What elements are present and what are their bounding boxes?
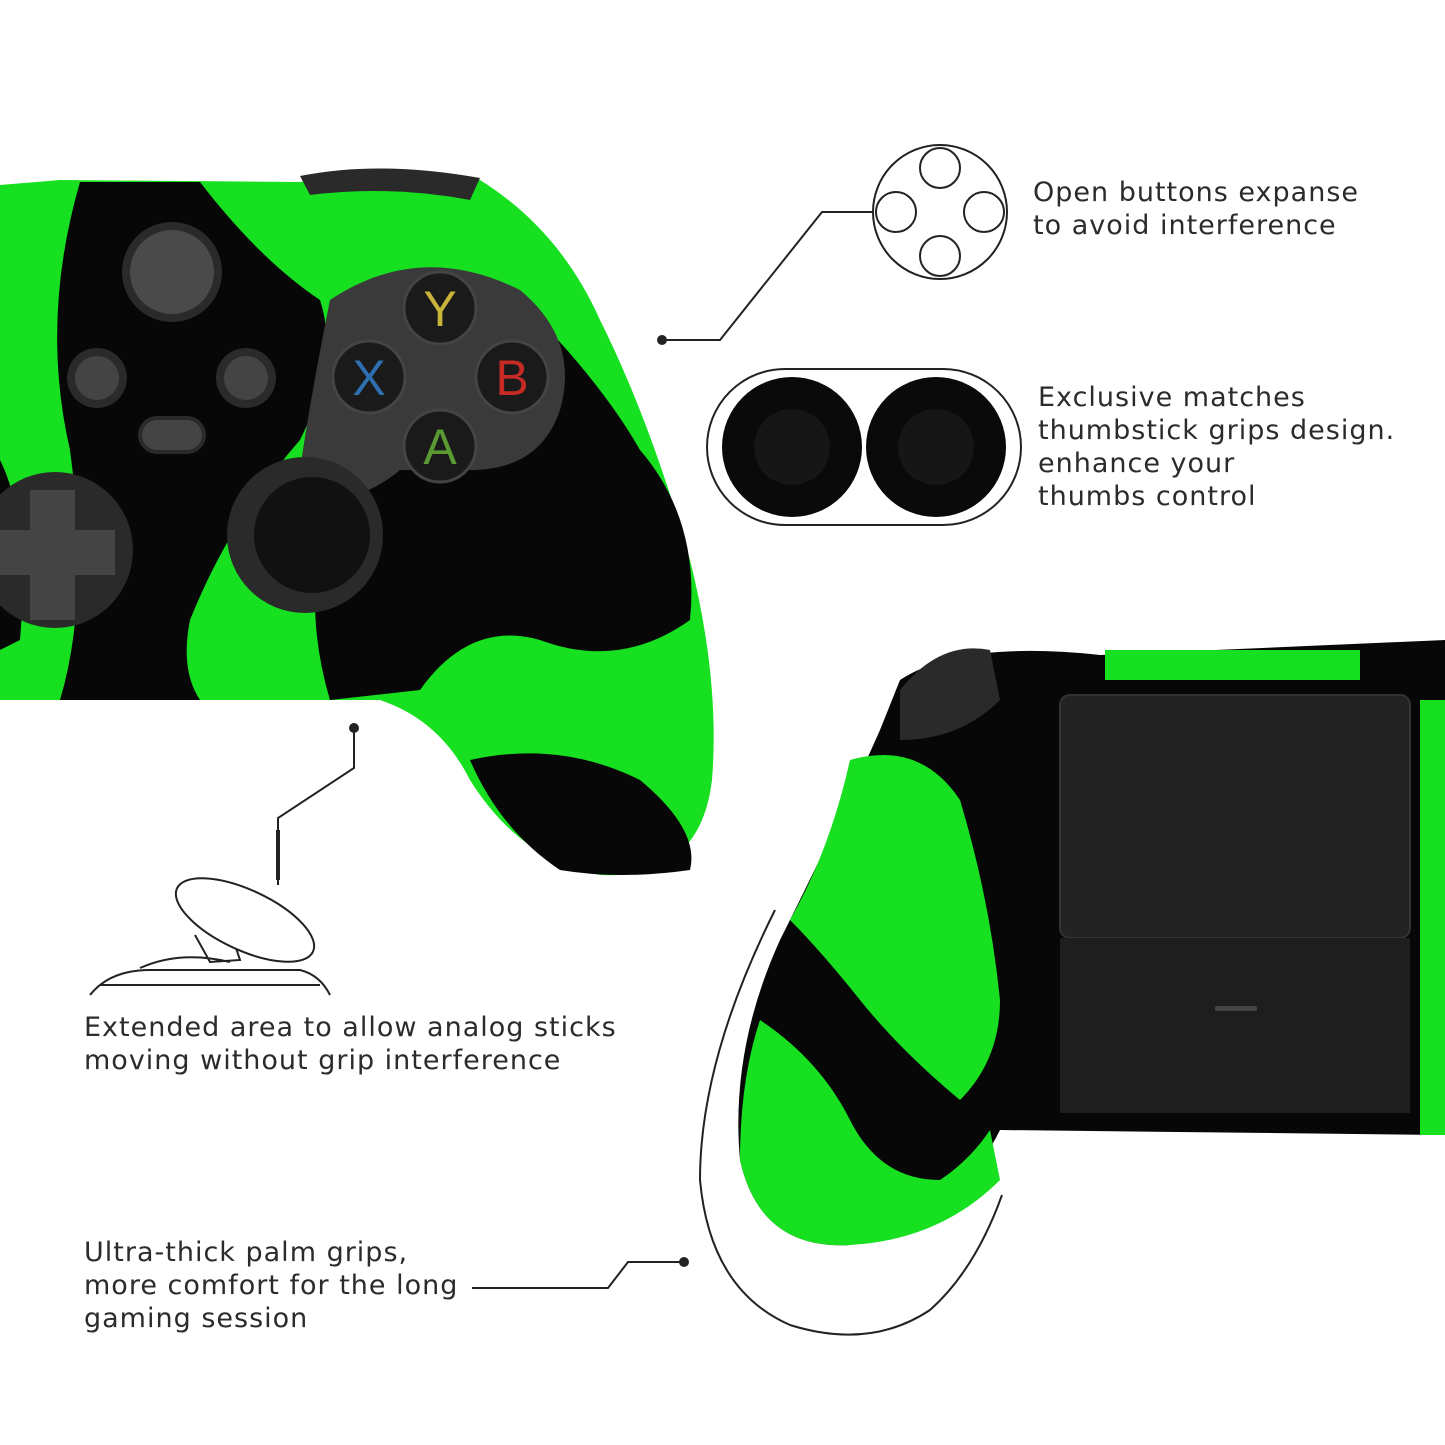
callout-line-open-buttons	[662, 211, 873, 341]
feature-text-line: thumbs control	[1038, 481, 1257, 512]
feature-text-line: moving without grip interference	[84, 1045, 562, 1076]
button-a-label: A	[423, 419, 457, 475]
button-y-label: Y	[423, 281, 456, 337]
feature-thumbstick-grips: Exclusive matches thumbstick grips desig…	[1038, 381, 1395, 513]
controller-back	[738, 640, 1445, 1246]
callout-line-extended-area	[277, 728, 355, 885]
feature-text-line: thumbstick grips design.	[1038, 415, 1396, 446]
feature-text-line: Open buttons expanse	[1033, 177, 1359, 208]
analog-stick-icon	[89, 877, 331, 996]
feature-text-line: more comfort for the long	[84, 1270, 459, 1301]
palm-grip-outline	[698, 909, 1003, 1336]
feature-text-line: enhance your	[1038, 448, 1236, 479]
feature-open-buttons: Open buttons expanse to avoid interferen…	[1033, 176, 1359, 242]
controller-front: Y X B A	[0, 168, 714, 876]
button-x-label: X	[352, 350, 385, 406]
callout-line-palm-grips	[472, 1261, 684, 1289]
thumb-grips-icon	[706, 368, 1022, 526]
feature-text-line: to avoid interference	[1033, 210, 1337, 241]
face-buttons-icon	[872, 144, 1008, 280]
feature-extended-area: Extended area to allow analog sticks mov…	[84, 1011, 617, 1077]
feature-text-line: Ultra-thick palm grips,	[84, 1237, 409, 1268]
feature-text-line: Exclusive matches	[1038, 382, 1306, 413]
feature-palm-grips: Ultra-thick palm grips, more comfort for…	[84, 1236, 458, 1335]
feature-text-line: Extended area to allow analog sticks	[84, 1012, 617, 1043]
feature-text-line: gaming session	[84, 1303, 309, 1334]
button-b-label: B	[495, 350, 528, 406]
